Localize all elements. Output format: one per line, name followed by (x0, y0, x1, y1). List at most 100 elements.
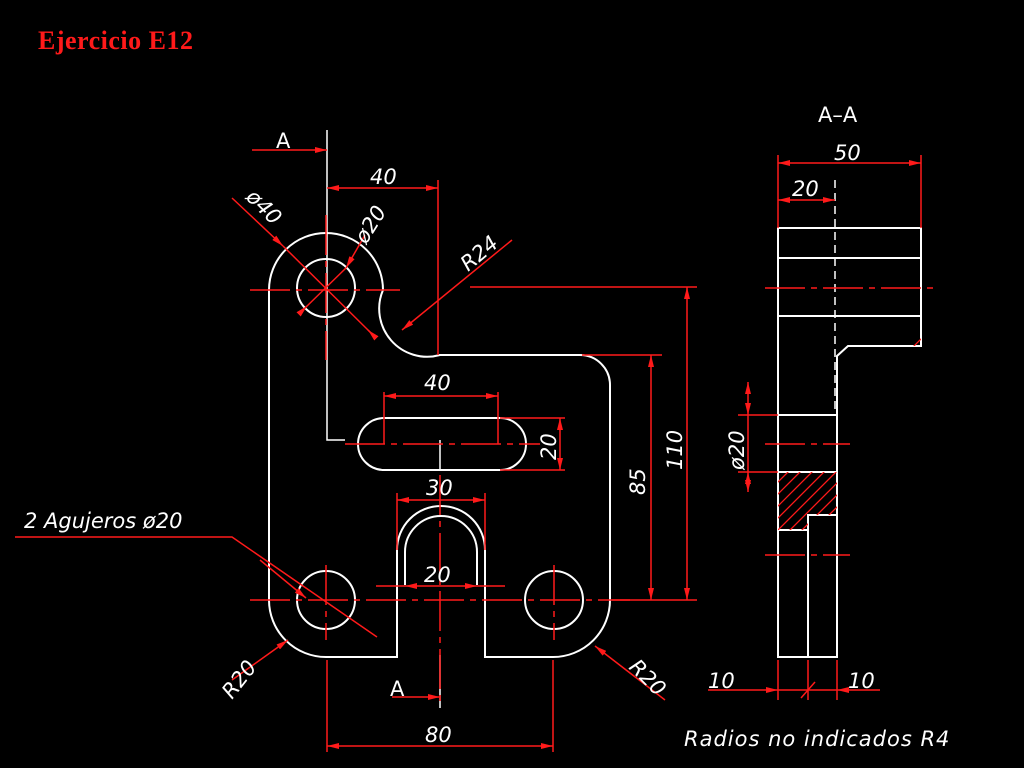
hatch-line (952, 220, 1024, 560)
dim-text-50: 50 (834, 141, 861, 165)
dim-text-u-20: 20 (424, 563, 451, 587)
dia40-leader (231, 197, 284, 247)
hatch-line (778, 472, 837, 530)
hatch-line (964, 220, 1024, 560)
hatch-line (940, 220, 1024, 560)
hatch-line (778, 472, 837, 530)
hatch-line (976, 220, 1024, 560)
hatch-line (892, 220, 1024, 560)
hatch-line (772, 220, 1024, 560)
dim-text-80: 80 (425, 723, 452, 747)
radii-note: Radios no indicados R4 (684, 727, 950, 751)
hatch-line (831, 316, 921, 415)
hatch-line (778, 316, 921, 415)
dim-text-dia40: ø40 (241, 184, 287, 230)
hatch-line (988, 220, 1024, 560)
hatch-line (976, 220, 1024, 560)
hatch-line (928, 220, 1024, 560)
dia20-leader (345, 234, 366, 269)
hatch-line (880, 220, 1024, 560)
hatch-line (988, 220, 1024, 560)
part-outline (268, 289, 611, 658)
hatch-line (778, 316, 921, 415)
hatch-line (778, 316, 921, 415)
hatch-line (988, 220, 1024, 560)
hatch-line (807, 316, 921, 415)
hatch-line (928, 220, 1024, 560)
hatch-line (712, 220, 1024, 560)
ext-line (777, 660, 838, 700)
hatch-line (748, 220, 1024, 560)
hatch-line (783, 316, 921, 415)
hatch-line (928, 220, 1024, 560)
r20-right-leader (594, 645, 666, 701)
hatch-line (879, 316, 921, 415)
dim-text-r20-left: R20 (217, 656, 261, 703)
boss-hole (296, 258, 356, 318)
r24-leader (401, 239, 513, 331)
dim-text-40-top: 40 (370, 165, 397, 189)
r20-left-leader (231, 639, 289, 681)
holes-note: 2 Agujeros ø20 (24, 509, 182, 533)
section-label: A–A (818, 103, 858, 127)
ext-line (738, 414, 778, 473)
hatch-line (778, 316, 921, 415)
dia20-line (304, 267, 347, 309)
hatch-line (868, 220, 1024, 560)
dim-text-r20-right: R20 (624, 655, 670, 701)
hatch-line (940, 220, 1024, 560)
hatch-line (796, 220, 1024, 560)
hatch-line (844, 220, 1024, 560)
hatch-line (778, 472, 837, 530)
hatch-line (844, 220, 1024, 560)
dim-text-dia20-section: ø20 (725, 430, 749, 471)
hatch-line (783, 472, 837, 530)
hatch-line (807, 472, 837, 530)
hatch-line (795, 316, 921, 415)
hatch-line (831, 472, 837, 530)
hatch-line (778, 316, 921, 415)
hatch-line (795, 472, 837, 530)
hatch-line (724, 220, 1024, 560)
dim-text-slot-20: 20 (537, 433, 561, 460)
dia40-line (282, 245, 371, 333)
dim-text-r24: R24 (456, 231, 503, 276)
hatch-line (952, 220, 1024, 560)
dim-text-110: 110 (663, 430, 687, 470)
hatch-line (915, 316, 921, 415)
hatch-line (964, 220, 1024, 560)
hatch-line (778, 472, 837, 530)
section-view: A–A 50 20 (708, 103, 1024, 700)
front-view: A A 40 ø40 ø20 R24 40 20 30 20 85 110 2 … (15, 129, 697, 752)
hatch-line (784, 220, 1024, 560)
section-outline (777, 227, 922, 658)
hatch-line (736, 220, 1024, 560)
dim-tick (800, 681, 816, 699)
hatch-line (952, 220, 1024, 560)
cut-label-bottom: A (390, 677, 405, 701)
dim-text-20: 20 (792, 177, 819, 201)
holes-leader (15, 536, 378, 638)
hatch-line (832, 220, 1024, 560)
page-title: Ejercicio E12 (38, 26, 194, 55)
hatch-line (916, 220, 1024, 560)
dim-text-u-30: 30 (426, 476, 453, 500)
hatch-line (868, 220, 1024, 560)
hatch-line (867, 316, 921, 415)
dim-text-85: 85 (626, 468, 650, 495)
hatch-region (778, 220, 1024, 560)
hatch-line (976, 220, 1024, 560)
hatch-line (778, 472, 837, 530)
hatch-line (856, 220, 1024, 560)
hatch-line (880, 220, 1024, 560)
hatch-line (940, 220, 1024, 560)
cut-plane-line (326, 130, 345, 441)
hatch-line (892, 220, 1024, 560)
hatch-line (843, 316, 921, 415)
hatch-line (856, 220, 1024, 560)
section-line (778, 514, 837, 531)
dim-text-10-right: 10 (848, 669, 875, 693)
hatch-line (964, 220, 1024, 560)
hatch-line (855, 316, 921, 415)
